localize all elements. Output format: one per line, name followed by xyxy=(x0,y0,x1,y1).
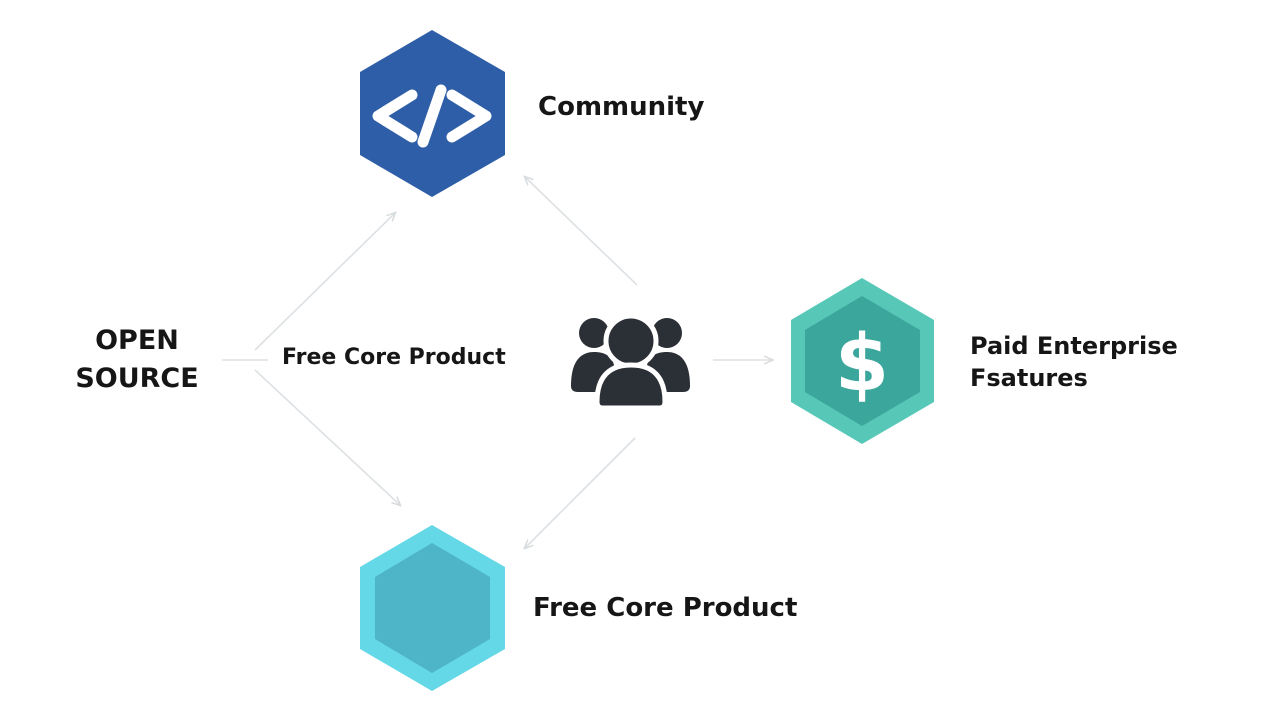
paid-label-line1: Paid Enterprise xyxy=(970,332,1178,360)
paid-enterprise-label: Paid Enterprise Fsatures xyxy=(970,330,1178,394)
paid-hexagon-inner xyxy=(805,296,920,426)
dollar-icon: $ xyxy=(835,319,889,409)
connector-open-source-to-free-core xyxy=(254,369,400,505)
open-source-line2: SOURCE xyxy=(75,363,199,394)
free-core-label: Free Core Product xyxy=(533,593,798,623)
open-source-line1: OPEN xyxy=(95,325,179,356)
center-label: Free Core Product xyxy=(282,345,506,370)
code-icon xyxy=(372,84,492,148)
free-core-hexagon-inner xyxy=(375,543,490,673)
connector-users-to-free-core xyxy=(525,437,636,548)
paid-label-line2: Fsatures xyxy=(970,364,1088,392)
open-source-label: OPEN SOURCE xyxy=(62,322,212,398)
connector-open-source-to-community xyxy=(254,213,395,351)
community-node xyxy=(360,30,505,197)
free-core-node xyxy=(360,525,505,691)
connectors xyxy=(222,177,772,548)
users-group-icon xyxy=(571,313,690,411)
connector-users-to-community xyxy=(525,177,638,286)
paid-node: $ xyxy=(791,278,934,444)
community-label: Community xyxy=(538,92,705,122)
